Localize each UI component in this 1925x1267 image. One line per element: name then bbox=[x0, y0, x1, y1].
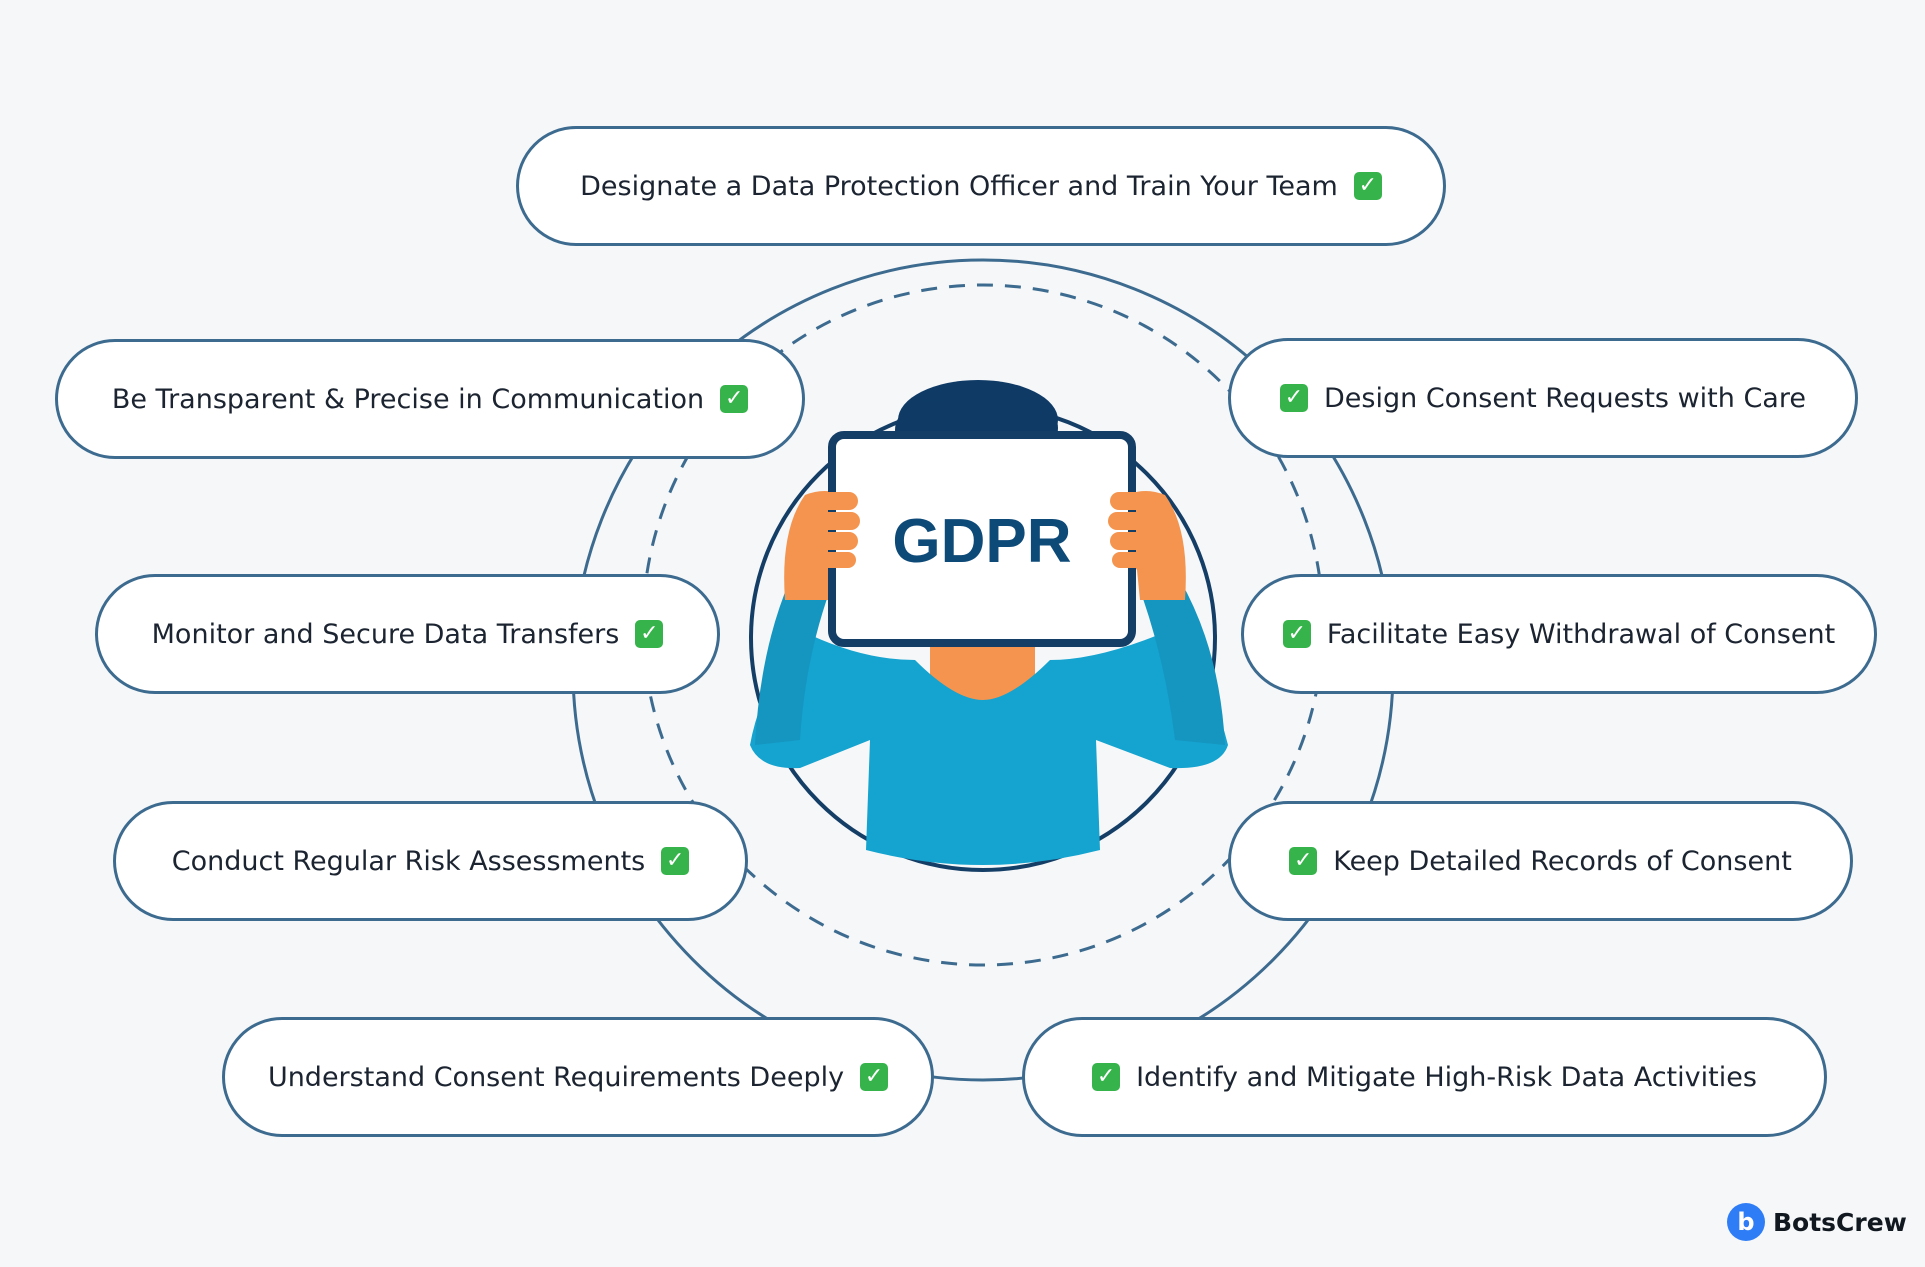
item-label: Keep Detailed Records of Consent bbox=[1333, 845, 1792, 877]
brand-logo: b BotsCrew bbox=[1727, 1203, 1907, 1241]
botscrew-logo-icon: b bbox=[1727, 1203, 1765, 1241]
check-icon: ✓ bbox=[1353, 172, 1382, 200]
item-label: Understand Consent Requirements Deeply bbox=[267, 1061, 845, 1093]
check-icon: ✓ bbox=[860, 1063, 889, 1091]
item-label: Designate a Data Protection Officer and … bbox=[580, 170, 1338, 202]
check-icon: ✓ bbox=[635, 620, 664, 648]
check-icon: ✓ bbox=[1280, 384, 1309, 412]
check-icon: ✓ bbox=[1092, 1063, 1121, 1091]
item-records: ✓ Keep Detailed Records of Consent bbox=[1228, 801, 1853, 921]
item-label: Design Consent Requests with Care bbox=[1324, 382, 1806, 414]
item-consent-requirements: Understand Consent Requirements Deeply ✓ bbox=[222, 1017, 934, 1137]
person-illustration: GDPR bbox=[750, 380, 1228, 865]
check-icon: ✓ bbox=[720, 385, 749, 413]
item-label: Facilitate Easy Withdrawal of Consent bbox=[1326, 618, 1836, 650]
brand-name: BotsCrew bbox=[1773, 1207, 1907, 1237]
item-designate-dpo: Designate a Data Protection Officer and … bbox=[516, 126, 1446, 246]
item-label: Conduct Regular Risk Assessments bbox=[171, 845, 646, 877]
item-risk-assessments: Conduct Regular Risk Assessments ✓ bbox=[113, 801, 748, 921]
item-withdrawal: ✓ Facilitate Easy Withdrawal of Consent bbox=[1241, 574, 1877, 694]
item-label: Be Transparent & Precise in Communicatio… bbox=[111, 383, 705, 415]
check-icon: ✓ bbox=[661, 847, 690, 875]
item-label: Identify and Mitigate High-Risk Data Act… bbox=[1136, 1061, 1757, 1093]
gdpr-sign-text: GDPR bbox=[892, 507, 1071, 576]
item-monitor-transfers: Monitor and Secure Data Transfers ✓ bbox=[95, 574, 720, 694]
item-high-risk: ✓ Identify and Mitigate High-Risk Data A… bbox=[1022, 1017, 1827, 1137]
item-transparent-communication: Be Transparent & Precise in Communicatio… bbox=[55, 339, 805, 459]
item-label: Monitor and Secure Data Transfers bbox=[151, 618, 620, 650]
check-icon: ✓ bbox=[1289, 847, 1318, 875]
item-consent-requests: ✓ Design Consent Requests with Care bbox=[1228, 338, 1858, 458]
check-icon: ✓ bbox=[1282, 620, 1311, 648]
